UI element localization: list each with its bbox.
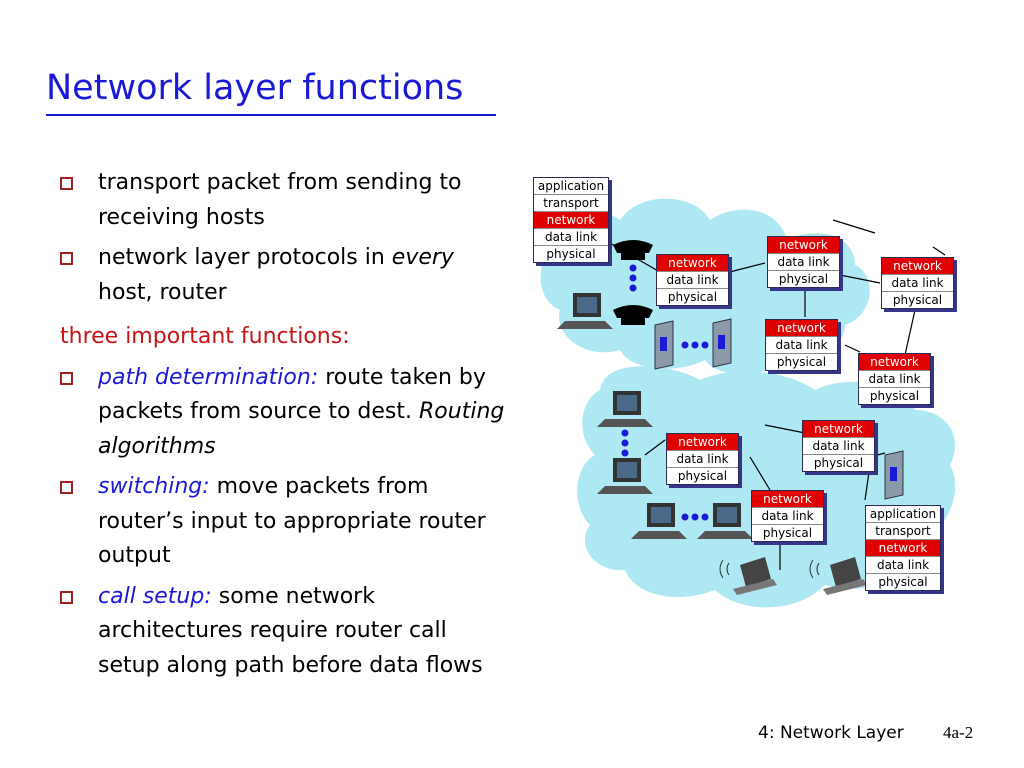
subheading: three important functions: <box>60 324 350 349</box>
layer-network: network <box>768 237 839 254</box>
router-protocol-stack: network data link physical <box>858 353 931 405</box>
bullet-text: move packets from router’s input to appr… <box>98 474 486 568</box>
bullet-protocols: network layer protocols in every host, r… <box>60 241 515 310</box>
layer-physical: physical <box>813 456 864 470</box>
layer-transport: transport <box>534 195 608 212</box>
title-underline <box>46 114 496 116</box>
layer-application: application <box>866 506 940 523</box>
footer-chapter: 4: Network Layer <box>758 723 904 743</box>
router-protocol-stack: network data link physical <box>751 490 824 542</box>
layer-application: application <box>534 178 608 195</box>
footer-page-number: 4a-2 <box>943 723 974 742</box>
layer-physical: physical <box>869 389 920 403</box>
layer-physical: physical <box>667 290 718 304</box>
layer-physical: physical <box>778 272 829 286</box>
term: call setup: <box>98 583 212 609</box>
layer-data-link: data link <box>859 371 930 388</box>
server-icon <box>712 318 732 368</box>
layer-transport: transport <box>866 523 940 540</box>
layer-network: network <box>859 354 930 371</box>
bullet-text: route taken by packets from source to de… <box>98 364 486 425</box>
server-icon <box>884 450 904 500</box>
bullet-square-icon <box>60 481 73 494</box>
layer-data-link: data link <box>766 337 837 354</box>
laptop-icon <box>719 557 777 595</box>
layer-network: network <box>657 255 728 272</box>
host-protocol-stack: application transport network data link … <box>865 505 941 591</box>
router-protocol-stack: network data link physical <box>767 236 840 288</box>
layer-physical: physical <box>892 293 943 307</box>
bullet-square-icon <box>60 371 73 385</box>
bullet-list: transport packet from sending to receivi… <box>60 166 515 689</box>
layer-physical: physical <box>776 355 827 369</box>
bullet-square-icon <box>60 177 73 190</box>
bullet-text: host, router <box>98 279 227 305</box>
bullet-emphasis: every <box>391 245 454 270</box>
router-protocol-stack: network data link physical <box>765 319 838 371</box>
bullet-call-setup: call setup: some network architectures r… <box>60 580 515 684</box>
bullet-path-determination: path determination: route taken by packe… <box>60 361 515 465</box>
telephone-icon <box>613 305 653 325</box>
router-protocol-stack: network data link physical <box>881 257 954 309</box>
network-diagram: application transport network data link … <box>525 165 1005 625</box>
bullet-text: transport packet from sending to receivi… <box>98 170 462 230</box>
bullet-square-icon <box>60 590 73 604</box>
bullet-square-icon <box>60 252 73 265</box>
layer-physical: physical <box>878 575 928 589</box>
layer-network: network <box>866 540 940 557</box>
bullet-text: network layer protocols in <box>98 245 392 270</box>
computer-icon <box>597 391 653 427</box>
server-icon <box>654 320 674 370</box>
layer-network: network <box>534 212 608 229</box>
bullet-emphasis: Routing algorithms <box>98 399 505 459</box>
layer-data-link: data link <box>768 254 839 271</box>
layer-network: network <box>752 491 823 508</box>
layer-network: network <box>803 421 874 438</box>
bullet-text: some network architectures require route… <box>98 583 483 678</box>
layer-physical: physical <box>546 247 596 261</box>
layer-network: network <box>882 258 953 275</box>
layer-physical: physical <box>762 526 813 540</box>
layer-data-link: data link <box>882 275 953 292</box>
layer-data-link: data link <box>534 229 608 246</box>
router-protocol-stack: network data link physical <box>802 420 875 472</box>
layer-data-link: data link <box>667 451 738 468</box>
laptop-icon <box>809 557 867 595</box>
slide-title: Network layer functions <box>46 68 464 108</box>
bullet-transport-packet: transport packet from sending to receivi… <box>60 166 515 235</box>
layer-data-link: data link <box>803 438 874 455</box>
computer-icon <box>631 503 687 539</box>
bullet-switching: switching: move packets from router’s in… <box>60 470 515 574</box>
layer-network: network <box>766 320 837 337</box>
computer-icon <box>697 503 753 539</box>
router-protocol-stack: network data link physical <box>666 433 739 485</box>
computer-icon <box>557 293 613 329</box>
router-protocol-stack: network data link physical <box>656 254 729 306</box>
term: switching: <box>98 474 210 499</box>
layer-physical: physical <box>677 469 728 483</box>
host-protocol-stack: application transport network data link … <box>533 177 609 263</box>
layer-data-link: data link <box>752 508 823 525</box>
term: path determination: <box>98 364 319 390</box>
telephone-icon <box>613 240 653 260</box>
layer-data-link: data link <box>866 557 940 574</box>
computer-icon <box>597 458 653 494</box>
layer-network: network <box>667 434 738 451</box>
layer-data-link: data link <box>657 272 728 289</box>
